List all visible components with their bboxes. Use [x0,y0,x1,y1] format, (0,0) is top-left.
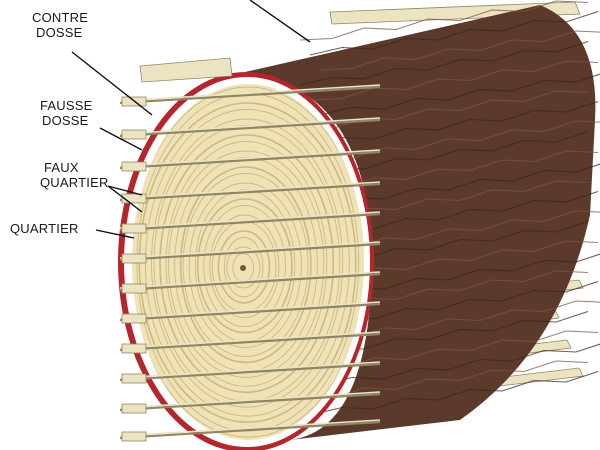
growth-ring [209,214,280,319]
saw-cut-line [119,242,381,262]
board-end-front [121,313,147,324]
log-end-face [118,72,381,450]
label-fausse-dosse: FAUSSE DOSSE [40,98,93,128]
growth-ring [223,237,264,298]
growth-ring [132,86,364,438]
label-contre-dosse: CONTRE DOSSE [32,10,89,40]
saw-cut-highlight [119,241,381,259]
saw-cut-line [119,420,381,440]
board-end-front [121,343,147,354]
log-body [245,0,600,440]
growth-ring [165,141,328,387]
bark-grain-line [299,0,589,41]
label-faux-quartier: FAUX QUARTIER [40,160,109,190]
saw-cut-line [119,212,381,232]
saw-cut-highlight [119,301,381,319]
leader-contre-dosse [71,51,153,116]
growth-ring [196,198,293,334]
growth-ring [226,246,261,289]
bark-grain-line [309,60,599,101]
board-end-front [121,283,147,294]
saw-cut-line [119,182,381,202]
bark-grain-line [299,90,589,131]
pith [240,265,246,271]
board-end-front [121,253,147,264]
saw-cut-highlight [119,361,381,379]
saw-cut-line [119,150,381,170]
saw-cut-highlight [119,211,381,229]
bark-texture [299,0,600,416]
saw-cut-line [119,85,381,105]
saw-cut-highlight [119,271,381,289]
growth-ring [179,166,312,364]
saw-cut-highlight [119,391,381,409]
leader-faux-quartier-2 [107,185,143,213]
growth-ring [168,150,325,378]
board-end-front [121,403,147,414]
top-board [329,1,581,25]
growth-ring [217,230,271,304]
saw-cut-highlight [119,149,381,167]
leader-top [249,0,311,43]
leader-lines [71,0,311,239]
board-end-front [121,129,147,140]
growth-ring [203,205,286,328]
saw-cut-line [119,118,381,138]
growth-ring [182,173,309,357]
top-slab [139,57,233,83]
board-end-front [121,223,147,234]
bark-grain-line [319,73,600,116]
saw-cut-highlight [119,84,381,102]
saw-cut-lines [119,84,381,440]
saw-cut-highlight [119,117,381,135]
bark-surface [245,5,596,440]
saw-cut-highlight [119,419,381,437]
saw-cut-highlight [119,181,381,199]
bark-grain-line [319,163,600,206]
growth-ring [151,118,344,408]
bark-grain-line [319,30,600,71]
leader-quartier [95,229,135,239]
growth-ring [188,182,302,348]
board-end-front [121,193,147,204]
bark-grain-line [309,100,599,146]
board-end-front [121,431,147,442]
leader-fausse-dosse [99,127,143,151]
bark-grain-line [299,40,589,86]
saw-cut-highlight [119,331,381,349]
bark-grain-line [309,10,599,56]
bark-grain-line [309,370,599,416]
growth-ring [159,134,335,394]
saw-cut-line [119,302,381,322]
leader-faux-quartier-1 [107,185,143,196]
board-end-front [121,161,147,172]
saw-cut-line [119,392,381,412]
board-end-front [121,373,147,384]
bark-grain-line [319,343,600,386]
saw-cut-line [119,272,381,292]
saw-cut-line [119,332,381,352]
label-quartier: QUARTIER [10,221,79,236]
saw-cut-line [119,362,381,382]
